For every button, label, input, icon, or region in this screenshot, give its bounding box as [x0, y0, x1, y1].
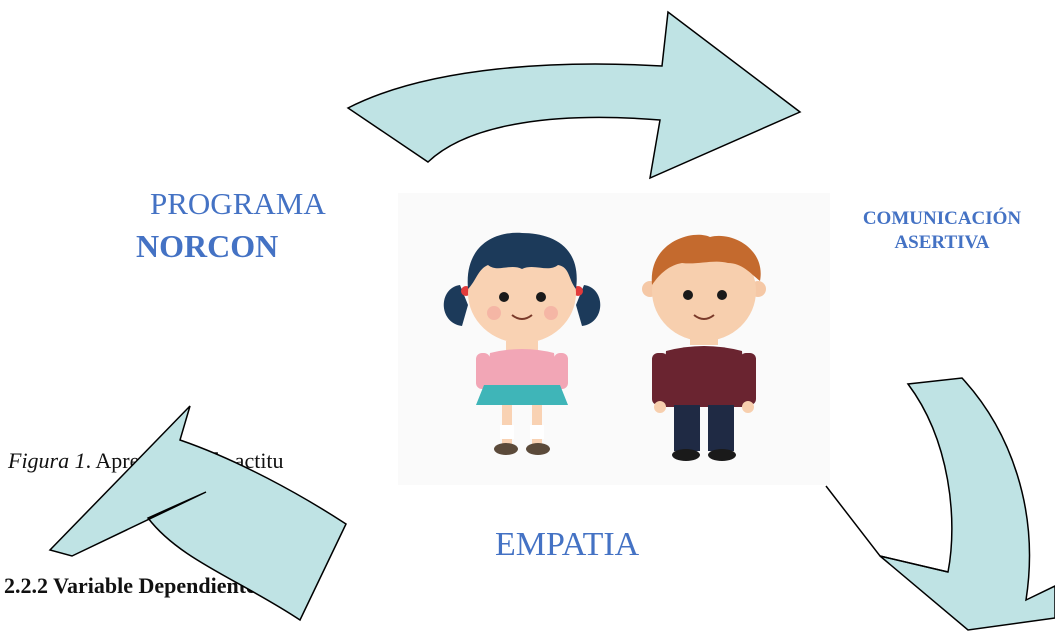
figure-caption-label: Figura 1 [8, 448, 86, 473]
empathy-label: EMPATIA [495, 526, 640, 563]
communication-label-line1: COMUNICACIÓN [862, 208, 1022, 229]
left-curved-arrow [48, 405, 347, 622]
top-curved-arrow [346, 10, 802, 180]
right-arrow-tail [825, 485, 949, 573]
program-label-line2: NORCON [136, 228, 279, 264]
communication-label: COMUNICACIÓN ASERTIVA [822, 207, 1055, 255]
communication-label-line2: ASERTIVA [894, 232, 990, 253]
girl-figure [443, 232, 601, 455]
children-illustration-graphic [443, 232, 766, 461]
children-illustration [398, 193, 830, 485]
program-label-line1: PROGRAMA [150, 186, 326, 221]
right-curved-arrow [879, 377, 1055, 631]
section-heading: 2.2.2 Variable Dependiente [4, 573, 256, 598]
boy-figure [642, 234, 766, 461]
